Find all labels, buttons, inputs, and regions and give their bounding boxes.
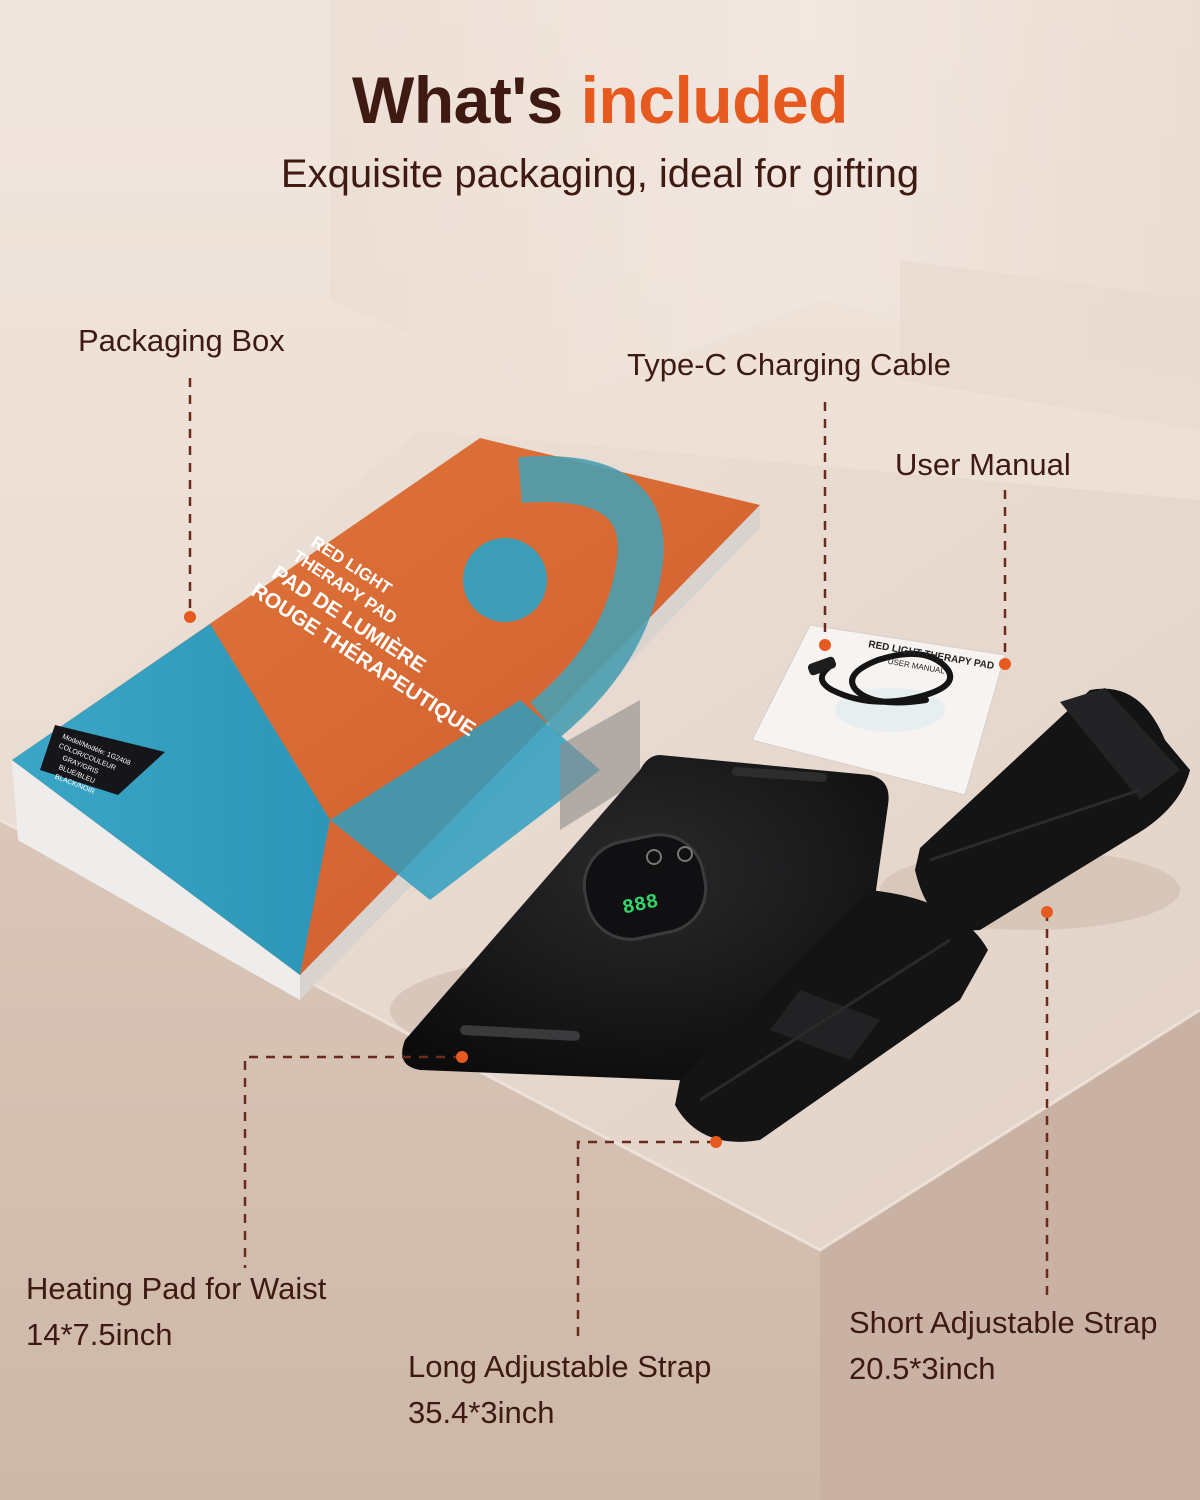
short-strap-size: 20.5*3inch <box>849 1351 996 1386</box>
heating-pad-name: Heating Pad for Waist <box>26 1271 327 1306</box>
dot-cable <box>819 639 831 651</box>
dot-long-strap <box>710 1136 722 1148</box>
type-c-cable-illustration <box>807 651 954 706</box>
page-subtitle: Exquisite packaging, ideal for gifting <box>280 152 920 196</box>
label-user-manual: User Manual <box>895 447 1071 482</box>
long-strap-size: 35.4*3inch <box>408 1395 555 1430</box>
page-title: What's included <box>0 62 1200 138</box>
dot-packaging-box <box>184 611 196 623</box>
label-long-strap: Long Adjustable Strap 35.4*3inch <box>408 1344 711 1436</box>
long-strap-name: Long Adjustable Strap <box>408 1349 712 1384</box>
leader-heating-pad <box>243 1055 462 1268</box>
label-type-c-cable: Type-C Charging Cable <box>627 347 951 382</box>
dot-manual <box>999 658 1011 670</box>
short-strap-illustration <box>915 688 1190 931</box>
packaging-box-illustration <box>12 438 760 1000</box>
heating-pad-size: 14*7.5inch <box>26 1317 173 1352</box>
title-accent: included <box>580 63 849 137</box>
leader-long-strap <box>576 1140 716 1342</box>
label-packaging-box: Packaging Box <box>78 323 285 358</box>
label-short-strap: Short Adjustable Strap 20.5*3inch <box>849 1300 1157 1392</box>
leader-lines <box>188 378 1049 1342</box>
title-main: What's <box>352 63 563 137</box>
dot-short-strap <box>1041 906 1053 918</box>
label-heating-pad: Heating Pad for Waist 14*7.5inch <box>26 1266 326 1358</box>
short-strap-name: Short Adjustable Strap <box>849 1305 1158 1340</box>
long-strap-illustration <box>675 890 988 1142</box>
leader-dots <box>184 611 1053 1148</box>
dot-heating-pad <box>456 1051 468 1063</box>
